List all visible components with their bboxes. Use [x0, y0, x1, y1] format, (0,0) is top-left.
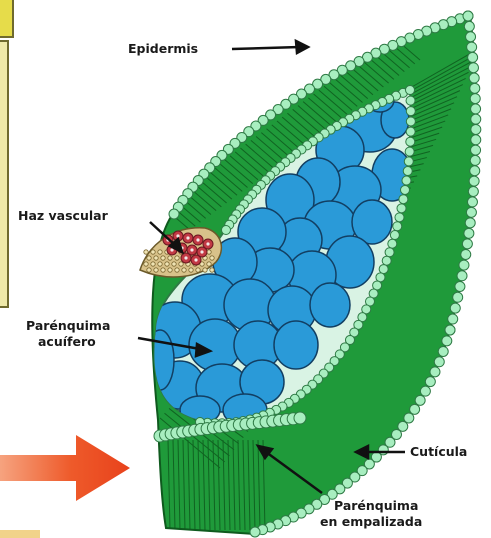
haz-vascular-label: Haz vascular — [18, 208, 108, 223]
parenquima-acuifero-label-line2: acuífero — [38, 334, 96, 349]
parenquima-empalizada-label-line1: Parénquima — [334, 498, 418, 513]
red-arrow-icon — [0, 433, 132, 503]
cuticula-label: Cutícula — [410, 444, 467, 459]
parenquima-empalizada-label-line2: en empalizada — [320, 514, 422, 529]
parenquima-acuifero-label-line1: Parénquima — [26, 318, 110, 333]
epidermis-label: Epidermis — [128, 41, 198, 56]
